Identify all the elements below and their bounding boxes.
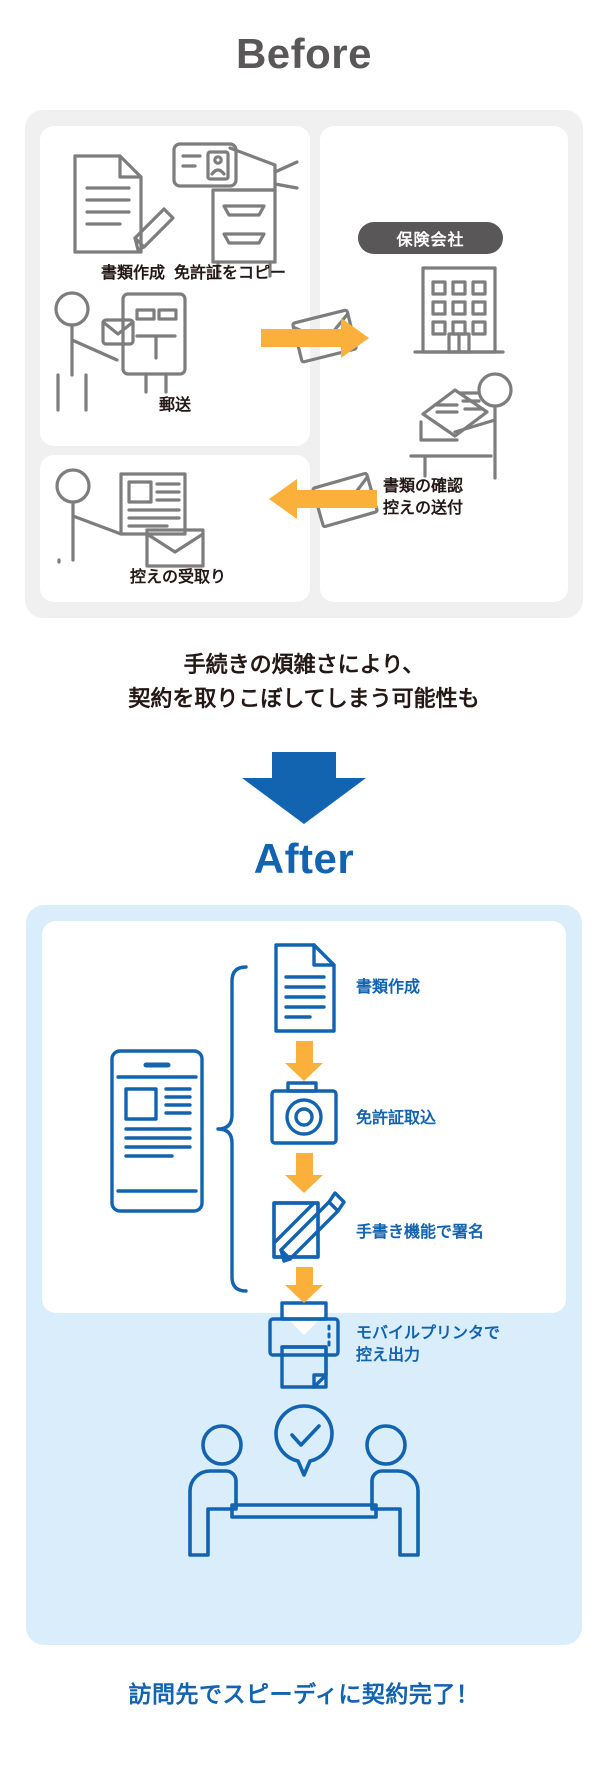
middle-message-line2: 契約を取りこぼしてしまう可能性も (128, 686, 480, 712)
middle-message-line1: 手続きの煩雑さにより、 (183, 652, 425, 677)
transition-arrow-wrap (0, 752, 608, 824)
before-step-label-mail: 郵送 (158, 397, 191, 414)
before-step-label-receive-copy: 控えの受取り (129, 569, 226, 586)
middle-message: 手続きの煩雑さにより、 契約を取りこぼしてしまう可能性も (0, 648, 608, 716)
after-panel: 書類作成 免許証取込 手書き機能で署名 モバイルプリンタで 控え出力 (26, 905, 582, 1645)
before-section-title: Before (235, 30, 373, 77)
before-step-label-license-copy: 免許証をコピー (173, 265, 286, 282)
insurer-badge: 保険会社 (358, 222, 503, 254)
down-arrow-icon (242, 752, 366, 824)
before-return-label-line1: 書類の確認 (383, 478, 464, 495)
before-step-label-doc-create: 書類作成 (100, 265, 165, 282)
after-section-title: After (253, 835, 355, 882)
conclusion-message: 訪問先でスピーディに契約完了！ (128, 1681, 480, 1707)
before-panel: 書類作成 免許証をコピー 郵送 控えの受取り 書類の確認 控えの送付 保険会社 (25, 110, 583, 618)
before-return-label-line2: 控えの送付 (383, 500, 464, 517)
before-card-insurer (320, 126, 568, 602)
after-step-label-license-capture: 免許証取込 (356, 1110, 437, 1127)
after-card-notch (282, 1313, 326, 1335)
two-people-meeting-check-icon (188, 1404, 420, 1557)
after-white-card (42, 921, 566, 1313)
after-step-label-doc-create: 書類作成 (356, 979, 421, 996)
after-step-label-handwrite-sign: 手書き機能で署名 (356, 1224, 485, 1241)
after-step-label-mobile-print-line1: モバイルプリンタで (356, 1325, 501, 1342)
after-step-label-mobile-print-line2: 控え出力 (356, 1347, 421, 1364)
